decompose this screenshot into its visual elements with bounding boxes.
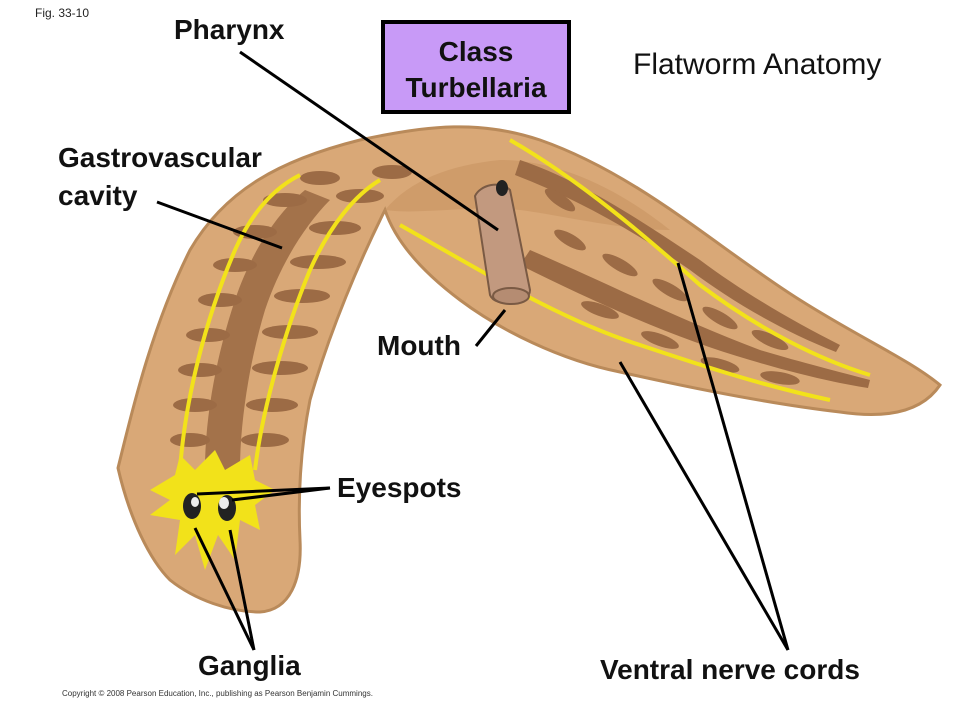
figure-number: Fig. 33-10 bbox=[35, 6, 90, 20]
nerve-cord-right-b bbox=[509, 138, 871, 377]
diagram-title: Flatworm Anatomy bbox=[633, 48, 882, 81]
mouth-opening bbox=[492, 287, 530, 305]
pharynx-leader bbox=[239, 50, 499, 232]
nerve-cord-right-a bbox=[399, 223, 831, 402]
label-gastrovascular-line1: Gastrovascular bbox=[58, 142, 262, 173]
gastrovascular-branches-right bbox=[544, 188, 800, 385]
eyespot-right bbox=[218, 495, 236, 521]
gastrovascular-trunk-right bbox=[520, 250, 870, 388]
copyright-notice: Copyright © 2008 Pearson Education, Inc.… bbox=[62, 689, 373, 698]
leader-lines bbox=[156, 50, 790, 651]
gastrovascular-trunk-left bbox=[205, 190, 330, 470]
flatworm-body bbox=[116, 125, 942, 614]
ganglia-leader-a bbox=[193, 527, 256, 651]
label-gastrovascular-line2: cavity bbox=[58, 180, 138, 211]
class-box-line1: Class bbox=[438, 36, 514, 67]
gastrovascular-trunk-right-upper bbox=[515, 160, 840, 352]
label-pharynx: Pharynx bbox=[174, 14, 285, 45]
nerve-cord-left-b bbox=[253, 178, 382, 471]
ganglia-leader-b bbox=[228, 529, 256, 651]
class-box-line2: Turbellaria bbox=[405, 72, 547, 103]
pharynx-pore bbox=[496, 180, 508, 196]
label-mouth: Mouth bbox=[377, 330, 461, 361]
nerve-cords-leader-b bbox=[676, 262, 790, 651]
class-turbellaria-box: Class Turbellaria bbox=[381, 20, 571, 114]
eyespots-leader-a bbox=[196, 486, 331, 496]
nerve-cords-leader-a bbox=[618, 361, 790, 651]
ganglia-shape bbox=[150, 450, 275, 570]
label-ganglia: Ganglia bbox=[198, 650, 301, 681]
eyespots-leader-b bbox=[231, 486, 331, 502]
gastrovascular-leader bbox=[156, 200, 283, 250]
gastrovascular-branches-left bbox=[170, 165, 412, 447]
nerve-cord-left-a bbox=[178, 173, 301, 471]
mouth-leader bbox=[474, 309, 507, 347]
label-eyespots: Eyespots bbox=[337, 472, 462, 503]
label-ventral-nerve-cords: Ventral nerve cords bbox=[600, 654, 860, 685]
eyespot-left bbox=[183, 493, 201, 519]
